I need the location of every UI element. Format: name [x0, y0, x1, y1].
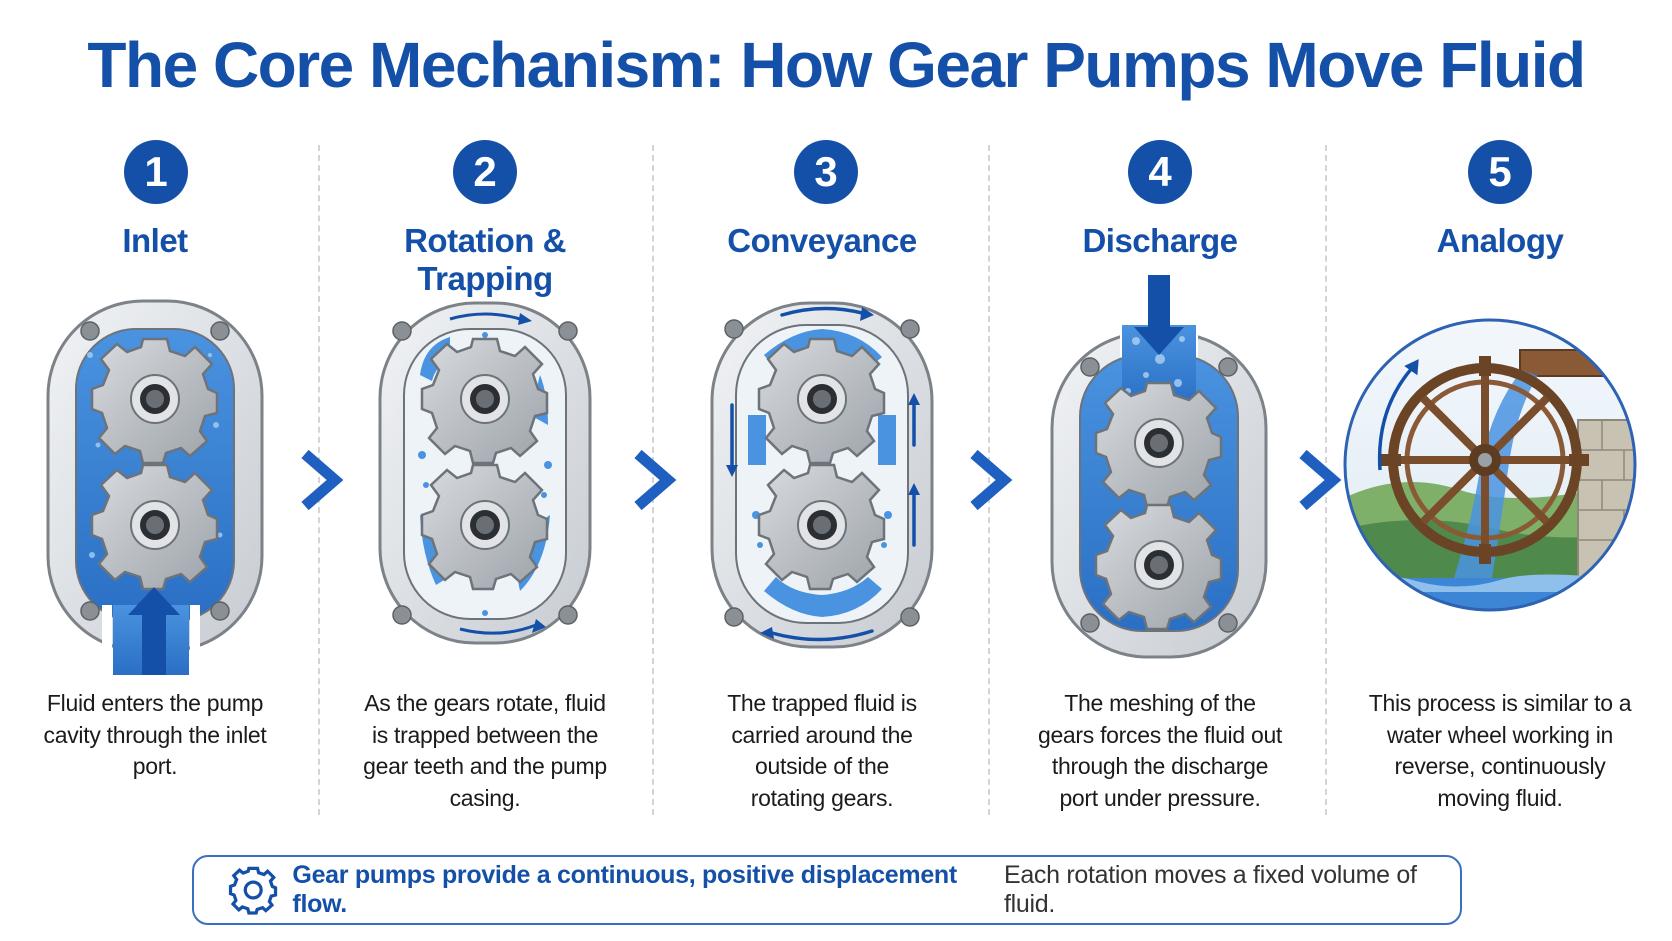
- summary-banner: Gear pumps provide a continuous, positiv…: [192, 855, 1462, 925]
- step-conveyance: 3 Conveyance The trapped: [672, 140, 972, 820]
- inlet-pump-illustration: [46, 299, 264, 675]
- chevron-right-icon: [634, 449, 677, 511]
- column-divider: [652, 145, 654, 815]
- gear-icon: [228, 866, 278, 915]
- step-title: Inlet: [122, 222, 188, 259]
- water-wheel-icon: [1343, 318, 1637, 612]
- step-description: This process is similar to a water wheel…: [1368, 690, 1632, 811]
- page-title: The Core Mechanism: How Gear Pumps Move …: [87, 29, 1586, 101]
- step-title: Analogy: [1436, 222, 1564, 259]
- chevron-right-icon: [1299, 449, 1342, 511]
- step-number-badge: 4: [1128, 140, 1192, 204]
- discharge-pump-illustration: [1050, 275, 1268, 659]
- column-divider: [988, 145, 990, 815]
- summary-bold-text: Gear pumps provide a continuous, positiv…: [292, 861, 957, 918]
- inlet-arrow-icon: [128, 587, 180, 675]
- step-description: The meshing of the gears forces the flui…: [1037, 690, 1283, 811]
- step-title: Rotation & Trapping: [404, 222, 566, 297]
- step-inlet: 1 Inlet Fluid enters the pump cavity thr…: [20, 140, 290, 820]
- step-number-badge: 5: [1468, 140, 1532, 204]
- step-number-badge: 2: [453, 140, 517, 204]
- discharge-arrow-icon: [1134, 275, 1184, 355]
- step-description: The trapped fluid is carried around the …: [727, 690, 917, 811]
- step-number-badge: 3: [794, 140, 858, 204]
- step-rotation-trapping: 2 Rotation & Trapping As the gears rotat…: [340, 140, 630, 820]
- step-title: Conveyance: [727, 222, 917, 259]
- rotation-pump-illustration: [378, 301, 592, 645]
- step-title: Discharge: [1082, 222, 1238, 259]
- summary-text: Each rotation moves a fixed volume of fl…: [1003, 861, 1417, 918]
- step-description: Fluid enters the pump cavity through the…: [43, 690, 267, 779]
- column-divider: [318, 145, 320, 815]
- step-discharge: 4 Discharge The meshing of the gears for…: [1010, 140, 1310, 820]
- step-analogy: 5 Analogy: [1343, 140, 1650, 820]
- conveyance-pump-illustration: [710, 301, 934, 649]
- chevron-right-icon: [301, 449, 344, 511]
- step-number-badge: 1: [124, 140, 188, 204]
- chevron-right-icon: [970, 449, 1013, 511]
- step-description: As the gears rotate, fluid is trapped be…: [363, 690, 607, 811]
